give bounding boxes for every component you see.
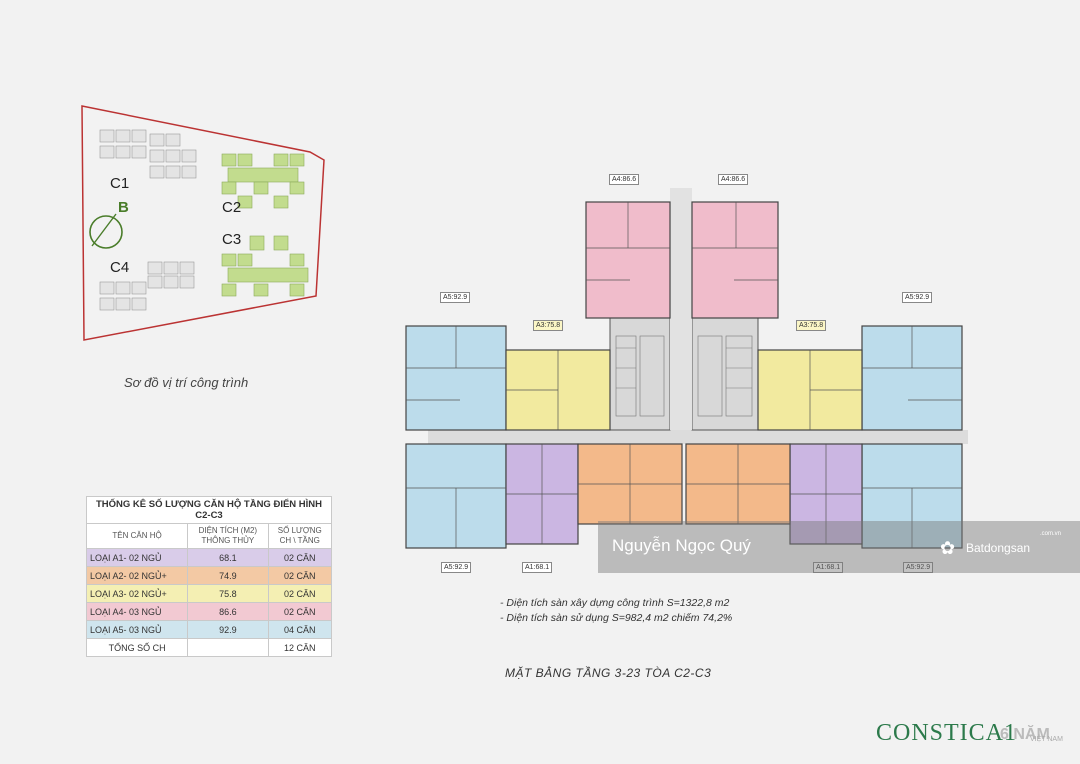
logo-suffix: 6 NĂM <box>1000 726 1050 743</box>
unit-tag-a1-right: A1:68.1 <box>813 562 844 573</box>
building-label-c4: C4 <box>110 259 129 276</box>
unit-tag-a5-top-left: A5:92.9 <box>440 292 471 303</box>
unit-a4-right <box>691 201 779 319</box>
unit-tag-a3-right: A3:75.8 <box>796 320 827 331</box>
unit-tag-a4-right: A4:86.6 <box>718 174 749 185</box>
site-boundary <box>81 105 325 341</box>
corridor <box>428 430 968 444</box>
unit-tag-a5-bottom-right: A5:92.9 <box>903 562 934 573</box>
note-line-1: - Diện tích sàn xây dựng công trình S=13… <box>500 597 730 609</box>
building-c4-shape <box>99 261 195 311</box>
stats-table-title: THỐNG KÊ SỐ LƯỢNG CĂN HỘ TẦNG ĐIỂN HÌNH … <box>86 496 332 524</box>
building-c2-shape <box>221 153 305 209</box>
floor-plan: A4:86.6 A4:86.6 A5:92.9 A5:92.9 A3:75.8 … <box>400 168 980 583</box>
compass-label: B <box>118 199 129 216</box>
apartment-stats-table: THỐNG KÊ SỐ LƯỢNG CĂN HỘ TẦNG ĐIỂN HÌNH … <box>85 496 332 657</box>
site-location-map: C1 C2 C3 C4 B <box>81 105 325 341</box>
unit-tag-a1-left: A1:68.1 <box>522 562 553 573</box>
building-label-c3: C3 <box>222 231 241 248</box>
col-header-area: DIỆN TÍCH (M2)THÔNG THỦY <box>187 523 269 549</box>
building-label-c1: C1 <box>110 175 129 192</box>
floor-plan-drawing <box>405 188 968 549</box>
compass-icon <box>89 213 123 249</box>
note-line-2: - Diện tích sàn sử dụng S=982,4 m2 chiếm… <box>500 612 733 624</box>
core-gap <box>670 188 692 430</box>
watermark-brand: Batdongsan <box>966 541 1031 555</box>
unit-tag-a3-left: A3:75.8 <box>533 320 564 331</box>
building-c1-shape <box>99 129 197 179</box>
unit-tag-a5-bottom-left: A5:92.9 <box>441 562 472 573</box>
core-right <box>691 317 759 431</box>
plan-title: MẶT BẰNG TẦNG 3-23 TÒA C2-C3 <box>505 666 712 680</box>
watermark-dotcom: .com.vn <box>1040 531 1062 537</box>
watermark-band <box>598 521 1080 573</box>
batdongsan-logo-icon: ✿ <box>940 538 956 558</box>
building-label-c2: C2 <box>222 199 241 216</box>
unit-tag-a4-left: A4:86.6 <box>609 174 640 185</box>
logo-subtext: VIỆT NAM <box>1030 736 1063 743</box>
constrexim-logo: CONSTICA1 <box>876 720 1018 746</box>
building-c3-shape <box>221 235 309 297</box>
area-notes: - Diện tích sàn xây dựng công trình S=13… <box>500 596 732 626</box>
site-map-caption: Sơ đồ vị trí công trình <box>124 375 249 390</box>
unit-tag-a5-top-right: A5:92.9 <box>902 292 933 303</box>
col-header-name: TÊN CĂN HỘ <box>85 523 189 549</box>
watermark-name: Nguyễn Ngọc Quý <box>612 536 751 555</box>
